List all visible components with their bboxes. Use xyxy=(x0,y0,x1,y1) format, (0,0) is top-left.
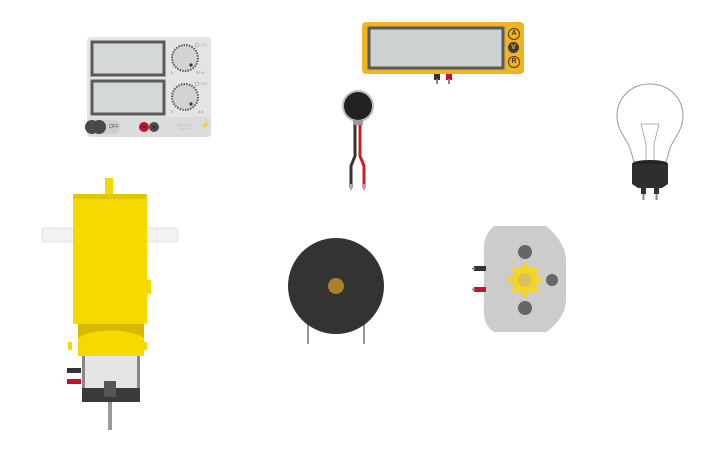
brand-label: VOLTAGE SUPPLY xyxy=(177,123,194,131)
knob2-max: 5 A xyxy=(198,109,204,114)
multimeter[interactable]: A V R xyxy=(362,22,524,84)
light-bulb[interactable] xyxy=(614,82,686,204)
lightning-icon: ⚡ xyxy=(200,121,210,130)
mode-r-button[interactable]: R xyxy=(508,56,520,68)
knob1-mode: CC xyxy=(201,42,207,47)
mode-a-button[interactable]: A xyxy=(508,28,520,40)
knob2-min: 0 xyxy=(171,109,174,114)
knob1-min: 0 xyxy=(171,70,174,75)
mode-v-button[interactable]: V xyxy=(508,42,519,53)
knob2-mode: CV xyxy=(201,81,207,86)
hobby-gearmotor[interactable] xyxy=(40,176,182,432)
piezo-buzzer[interactable] xyxy=(288,238,386,346)
switch-label: OFF xyxy=(109,124,119,130)
knob1-max: 30 V xyxy=(196,70,205,75)
dc-motor[interactable] xyxy=(472,226,568,334)
vibration-motor[interactable] xyxy=(340,88,380,192)
power-supply[interactable]: OFF CC 0 30 V CV 0 5 A VOLTAGE SUPPLY ⚡ xyxy=(85,37,211,137)
